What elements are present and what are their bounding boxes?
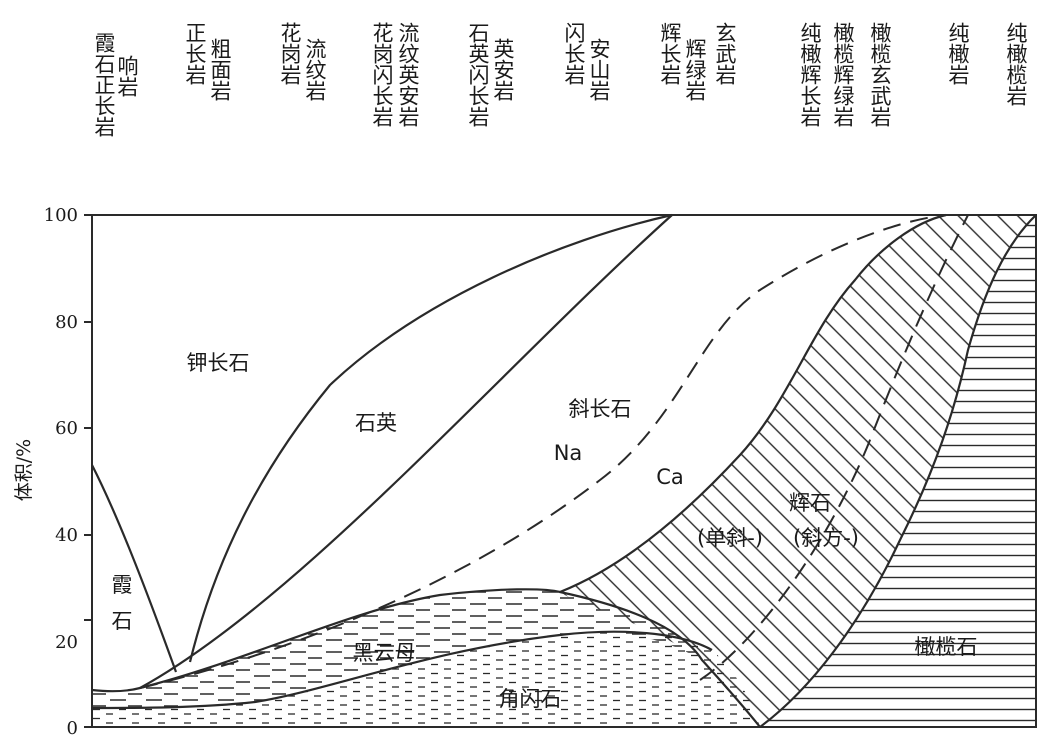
col-trachyte: 粗面岩 (208, 38, 232, 101)
col-dunite-a: 纯橄岩 (946, 22, 970, 85)
label-ca: Ca (656, 465, 684, 489)
col-dunite-b: 纯橄榄岩 (1004, 22, 1028, 106)
label-hornblende: 角闪石 (499, 687, 562, 711)
y-tick-40: 40 (55, 525, 78, 546)
y-tick-60: 60 (55, 418, 78, 439)
label-na: Na (554, 441, 583, 465)
col-diorite: 闪长岩 (562, 22, 586, 85)
col-basalt: 玄武岩 (713, 22, 737, 85)
label-olivine: 橄榄石 (915, 635, 978, 659)
col-nepheline-syenite: 霞石正长岩 (92, 32, 116, 137)
label-nepheline-b: 石 (112, 609, 133, 633)
col-olivine-basalt: 橄榄玄武岩 (868, 22, 892, 127)
label-pyroxene: 辉石 (789, 491, 831, 515)
col-granodiorite: 花岗闪长岩 (370, 22, 394, 127)
hornblende-region (92, 631, 760, 727)
col-andesite: 安山岩 (587, 38, 611, 101)
biotite-region (92, 589, 702, 708)
col-syenite: 正长岩 (183, 22, 207, 85)
col-granite: 花岗岩 (278, 22, 302, 85)
col-diabase: 辉绿岩 (683, 38, 707, 101)
col-rhyolite: 流纹岩 (303, 38, 327, 101)
plot-frame (91, 214, 1037, 728)
col-gabbro: 辉长岩 (658, 22, 682, 85)
label-monoclinic: (单斜-) (697, 526, 763, 550)
y-tick-20: 20 (55, 632, 78, 653)
col-dacite: 英安岩 (491, 38, 515, 101)
y-tick-80: 80 (55, 312, 78, 333)
y-tick-0: 0 (67, 718, 78, 739)
y-axis-label: 体积/% (13, 439, 35, 501)
label-orthorhombic: (斜方-) (793, 526, 859, 550)
label-quartz: 石英 (355, 411, 397, 435)
label-plagioclase: 斜长石 (569, 397, 632, 421)
label-biotite: 黑云母 (353, 641, 416, 665)
label-kfeldspar: 钾长石 (187, 351, 250, 375)
col-rhyodacite: 流纹英安岩 (396, 22, 420, 127)
y-ticks (84, 214, 92, 728)
label-nepheline-a: 霞 (112, 573, 133, 597)
col-quartz-diorite: 石英闪长岩 (466, 22, 490, 127)
pyroxene-region (560, 215, 1036, 727)
y-tick-100: 100 (44, 205, 78, 226)
olivine-region (760, 215, 1036, 727)
col-olivine-gabbro: 纯橄辉长岩 (798, 22, 822, 127)
col-olivine-diabase: 橄榄辉绿岩 (831, 22, 855, 127)
col-phonolite: 响岩 (115, 55, 139, 97)
